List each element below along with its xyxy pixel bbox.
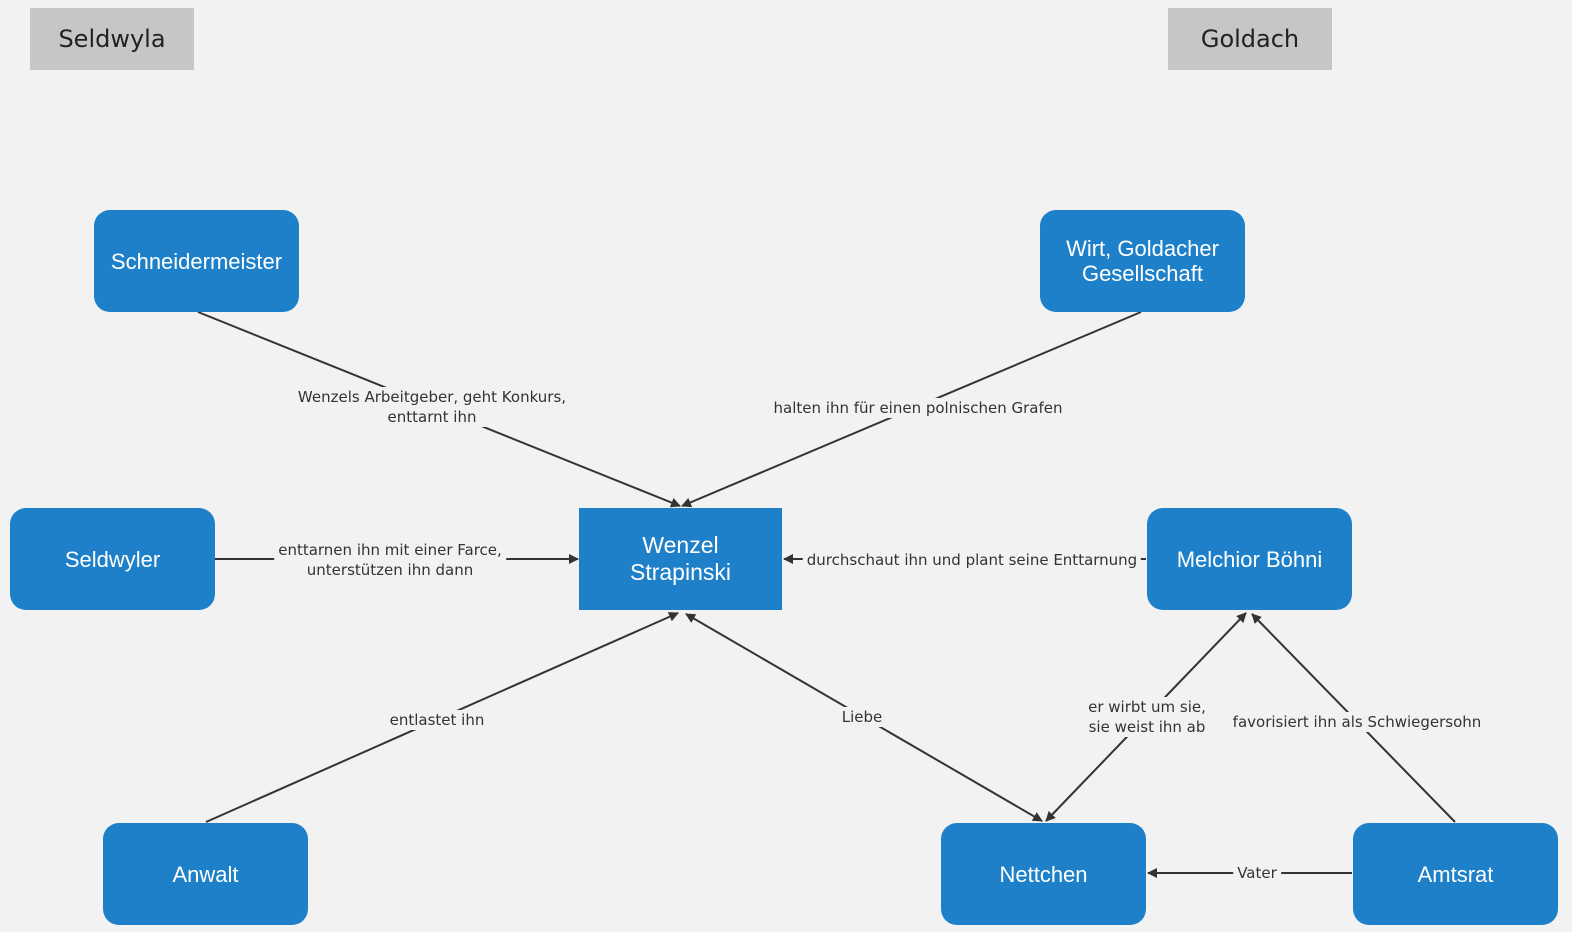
node-nettchen[interactable]: Nettchen (941, 823, 1146, 925)
region-seldwyla: Seldwyla (30, 8, 194, 70)
node-amtsrat[interactable]: Amtsrat (1353, 823, 1558, 925)
edge-label-anwalt-wenzel: entlastet ihn (385, 710, 489, 730)
edge-label-melchior-nettchen: er wirbt um sie, sie weist ihn ab (1084, 697, 1210, 737)
region-goldach: Goldach (1168, 8, 1332, 70)
node-anwalt[interactable]: Anwalt (103, 823, 308, 925)
edge-label-wenzel-nettchen: Liebe (837, 707, 887, 727)
edge-label-schneidermeister-wenzel: Wenzels Arbeitgeber, geht Konkurs, entta… (293, 387, 571, 427)
edge-label-amtsrat-nettchen: Vater (1233, 863, 1281, 883)
edge-label-wirt-wenzel: halten ihn für einen polnischen Grafen (769, 398, 1067, 418)
node-wirt-goldacher-gesellschaft[interactable]: Wirt, Goldacher Gesellschaft (1040, 210, 1245, 312)
edge-label-amtsrat-melchior: favorisiert ihn als Schwiegersohn (1228, 712, 1486, 732)
edge-label-seldwyler-wenzel: enttarnen ihn mit einer Farce, unterstüt… (274, 540, 506, 580)
node-seldwyler[interactable]: Seldwyler (10, 508, 215, 610)
node-melchior-boehni[interactable]: Melchior Böhni (1147, 508, 1352, 610)
edge-label-melchior-wenzel: durchschaut ihn und plant seine Enttarnu… (802, 550, 1142, 570)
node-schneidermeister[interactable]: Schneidermeister (94, 210, 299, 312)
node-wenzel-strapinski[interactable]: Wenzel Strapinski (579, 508, 782, 610)
